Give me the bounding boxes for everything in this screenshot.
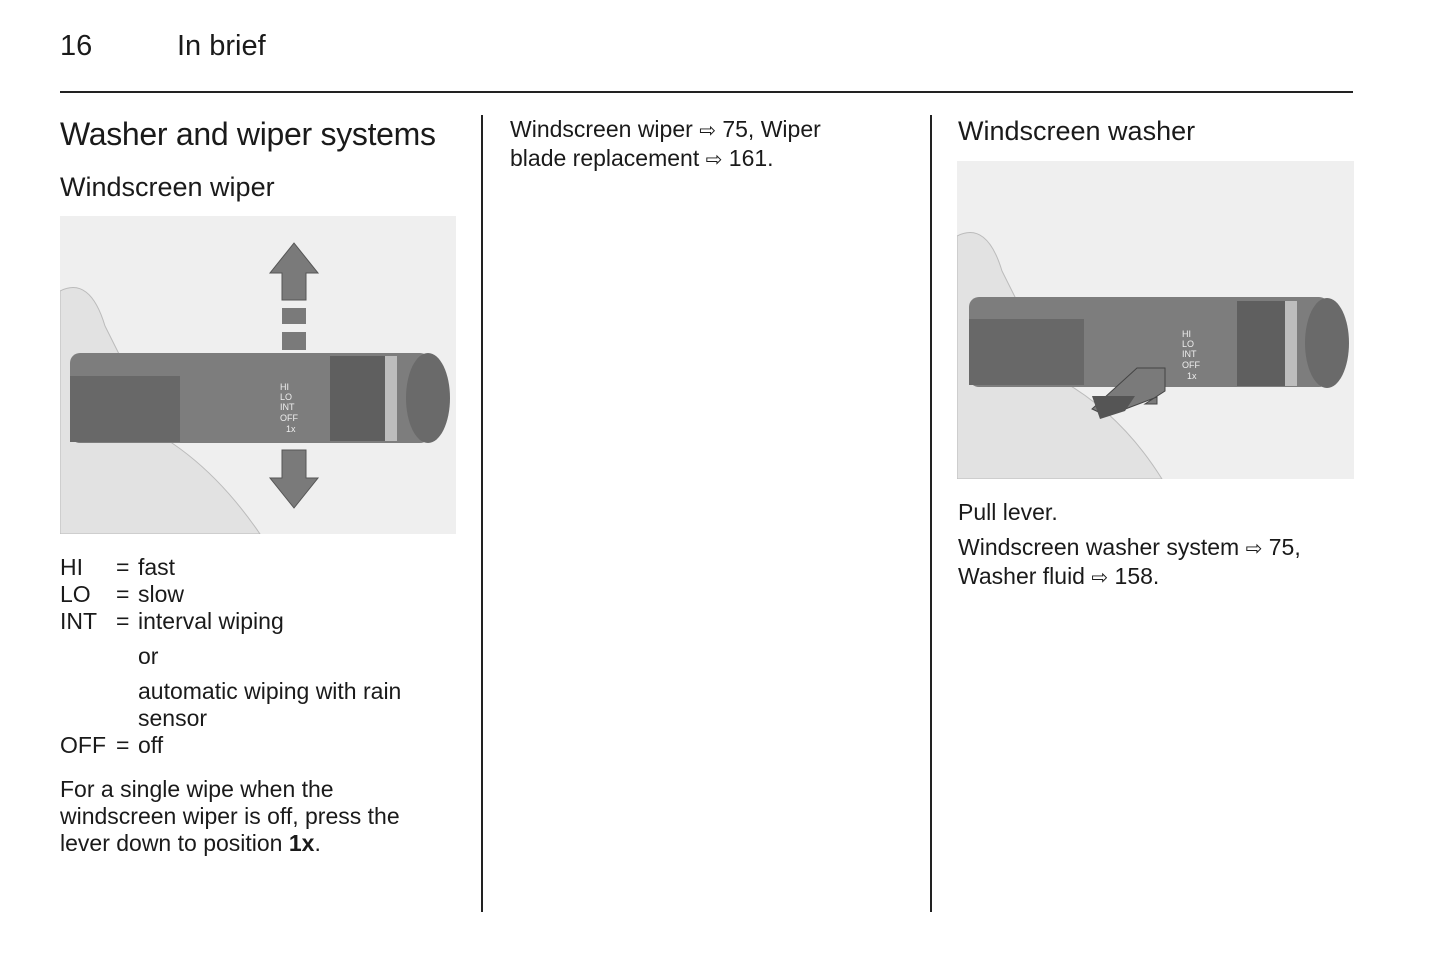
page-heading: Washer and wiper systems [60,116,436,152]
pull-lever-text: Pull lever. [958,499,1058,525]
xref-link[interactable]: 161. [728,145,774,171]
single-wipe-paragraph: For a single wipe when the windscreen wi… [60,776,400,856]
xref-arrow-icon: ⇨ [1091,567,1109,589]
column-divider [930,115,932,912]
or-text: or [138,643,159,669]
washer-references: Windscreen washer system ⇨ 75, Washer fl… [958,534,1301,589]
washer-heading: Windscreen washer [958,116,1196,146]
svg-text:HI: HI [280,382,289,392]
xref-arrow-icon: ⇨ [705,149,723,171]
washer-lever-illustration: HI LO INT OFF 1x [957,161,1354,479]
wiper-references: Windscreen wiper ⇨ 75, Wiper blade repla… [510,116,821,171]
svg-text:OFF: OFF [1182,360,1200,370]
svg-text:1x: 1x [1187,371,1197,381]
definition-off: OFF=off [60,732,164,758]
wiper-heading: Windscreen wiper [60,172,275,202]
page-number: 16 [60,30,93,62]
definition-lo: LO=slow [60,581,185,607]
svg-text:OFF: OFF [280,413,298,423]
svg-text:INT: INT [1182,349,1197,359]
svg-text:HI: HI [1182,329,1191,339]
xref-link[interactable]: 75, Wiper [722,116,821,142]
wiper-lever-illustration: HI LO INT OFF 1x [60,216,456,534]
svg-text:LO: LO [1182,339,1194,349]
definition-hi: HI=fast [60,554,176,580]
xref-link[interactable]: 158. [1114,563,1160,589]
xref-link[interactable]: 75, [1268,534,1301,560]
section-title: In brief [177,30,266,62]
column-divider [481,115,483,912]
xref-arrow-icon: ⇨ [1245,538,1263,560]
svg-text:1x: 1x [286,424,296,434]
header-rule [60,91,1353,93]
svg-text:LO: LO [280,392,292,402]
svg-text:INT: INT [280,402,295,412]
xref-arrow-icon: ⇨ [699,120,716,142]
auto-text: automatic wiping with rain sensor [138,678,402,731]
definition-int: INT=interval wiping [60,608,284,634]
